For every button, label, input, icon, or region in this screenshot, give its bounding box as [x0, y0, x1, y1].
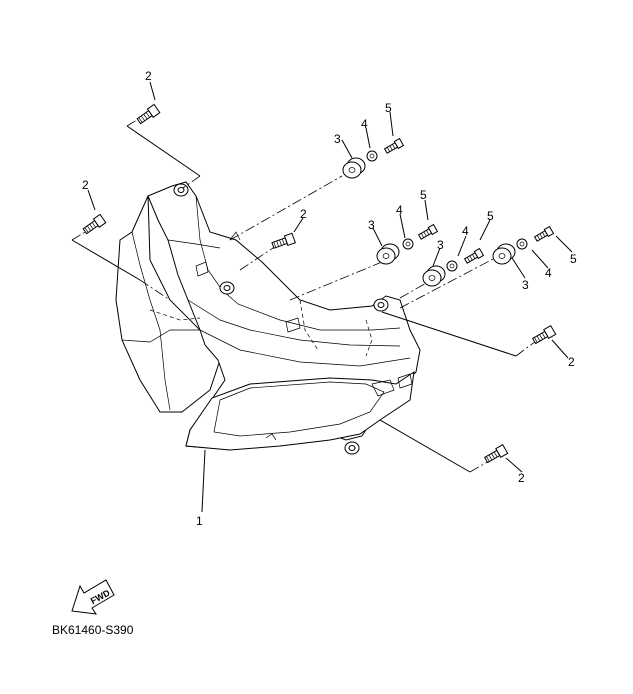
callout-5: 5 [385, 101, 392, 115]
callout-3: 3 [368, 218, 375, 232]
bolt-2-center [271, 232, 296, 249]
leader-lines [71, 81, 573, 513]
mount-set-lower [422, 247, 485, 287]
diagram-code: BK61460-S390 [52, 623, 134, 637]
callout-4: 4 [462, 224, 469, 238]
callout-4: 4 [396, 203, 403, 217]
callout-1: 1 [196, 514, 203, 528]
callout-3: 3 [334, 132, 341, 146]
bolt-2-right [531, 324, 557, 345]
callout-4: 4 [545, 266, 552, 280]
callout-2: 2 [518, 471, 525, 485]
callout-3: 3 [437, 238, 444, 252]
callout-5: 5 [420, 188, 427, 202]
callout-2: 2 [568, 355, 575, 369]
callout-3: 3 [522, 278, 529, 292]
headlight-assembly [115, 181, 421, 455]
callout-2: 2 [82, 178, 89, 192]
mount-set-middle [376, 223, 439, 265]
callout-2: 2 [145, 69, 152, 83]
callout-5: 5 [487, 209, 494, 223]
mount-set-right [492, 225, 555, 265]
callout-labels: 2 2 2 2 2 3 3 3 3 4 4 4 4 5 5 5 5 1 [82, 69, 577, 528]
fwd-arrow-icon: FWD [71, 579, 115, 615]
bolt-2-left [82, 213, 107, 235]
callout-5: 5 [570, 252, 577, 266]
bolt-2-bottom [483, 443, 509, 464]
bolt-2-top [136, 103, 161, 125]
mount-set-top [342, 137, 405, 179]
callout-4: 4 [361, 117, 368, 131]
callout-2: 2 [300, 207, 307, 221]
